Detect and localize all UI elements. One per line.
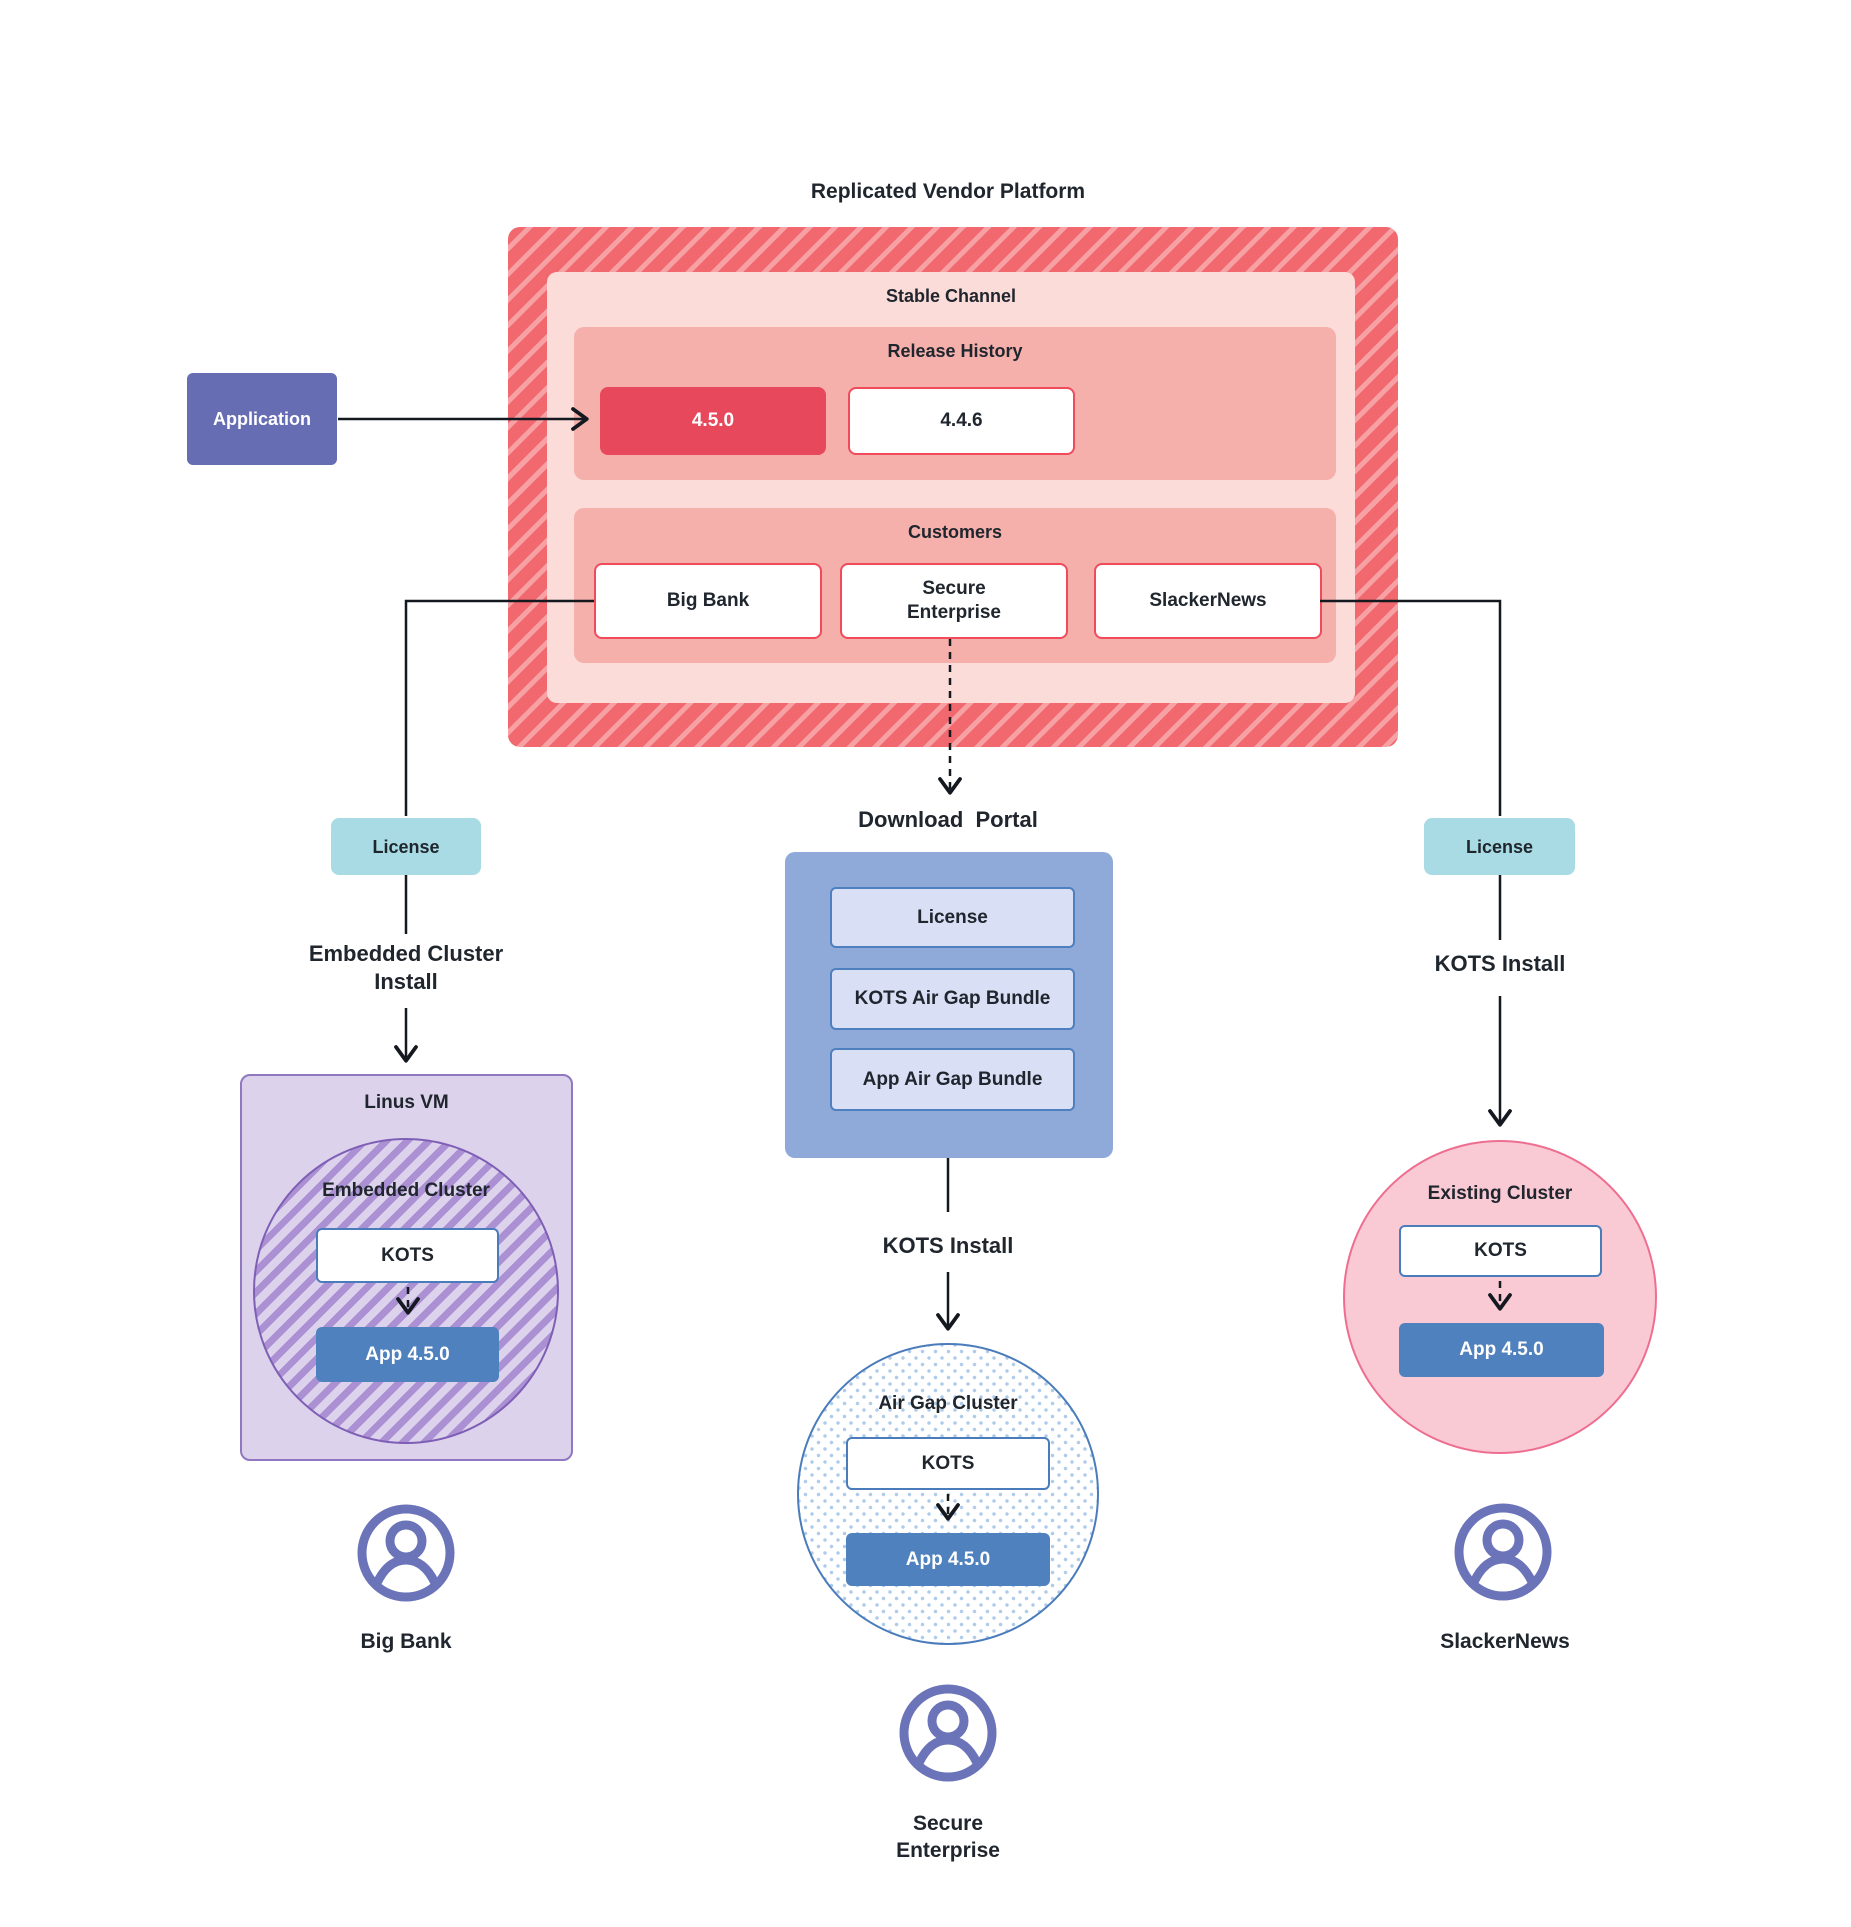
- license-badge-big-bank: License: [331, 818, 481, 875]
- application-box: Application: [187, 373, 337, 465]
- app-version-box-existing: App 4.5.0: [1399, 1323, 1604, 1377]
- release-box-4-5-0: 4.5.0: [600, 387, 826, 455]
- release-history-label: Release History: [887, 341, 1023, 361]
- portal-item-kots-air-gap-bundle: KOTS Air Gap Bundle: [830, 968, 1075, 1030]
- release-box-4-4-6: 4.4.6: [848, 387, 1075, 455]
- license-badge-slackernews: License: [1424, 818, 1575, 875]
- kots-box-embedded: KOTS: [316, 1228, 499, 1283]
- app-version-box-embedded: App 4.5.0: [316, 1327, 499, 1382]
- portal-item-license: License: [830, 887, 1075, 948]
- user-icon: [899, 1684, 997, 1782]
- air-gap-cluster-label: Air Gap Cluster: [878, 1393, 1018, 1414]
- diagram-title: Replicated Vendor Platform: [810, 180, 1086, 203]
- secure-enterprise-name: Secure Enterprise: [896, 1812, 1000, 1862]
- customer-box-slackernews: SlackerNews: [1094, 563, 1322, 639]
- customers-label: Customers: [907, 522, 1003, 542]
- app-version-box-air-gap: App 4.5.0: [846, 1533, 1050, 1586]
- big-bank-user-avatar: [356, 1503, 456, 1603]
- stable-channel-label: Stable Channel: [885, 286, 1017, 306]
- kots-box-air-gap: KOTS: [846, 1437, 1050, 1490]
- customer-box-secure-enterprise-label: Secure Enterprise: [907, 578, 1001, 623]
- kots-install-label-right: KOTS Install: [1434, 951, 1566, 976]
- customer-box-big-bank: Big Bank: [594, 563, 822, 639]
- kots-box-existing: KOTS: [1399, 1225, 1602, 1277]
- secure-enterprise-user-avatar: [898, 1683, 998, 1783]
- existing-cluster-label: Existing Cluster: [1427, 1183, 1573, 1204]
- user-icon: [1454, 1503, 1552, 1601]
- portal-item-app-air-gap-bundle: App Air Gap Bundle: [830, 1048, 1075, 1111]
- big-bank-name: Big Bank: [360, 1630, 452, 1653]
- linus-vm-label: Linus VM: [364, 1092, 449, 1113]
- slackernews-name: SlackerNews: [1440, 1630, 1570, 1653]
- embedded-cluster-circle: [253, 1138, 559, 1444]
- user-icon: [357, 1504, 455, 1602]
- slackernews-user-avatar: [1453, 1502, 1553, 1602]
- air-gap-cluster-circle: [797, 1343, 1099, 1645]
- customer-box-secure-enterprise: Secure Enterprise: [840, 563, 1068, 639]
- embedded-cluster-label: Embedded Cluster: [322, 1180, 490, 1201]
- kots-install-label-middle: KOTS Install: [882, 1233, 1014, 1258]
- embedded-cluster-install-label: Embedded Cluster Install: [308, 941, 504, 994]
- download-portal-label: Download Portal: [858, 807, 1038, 832]
